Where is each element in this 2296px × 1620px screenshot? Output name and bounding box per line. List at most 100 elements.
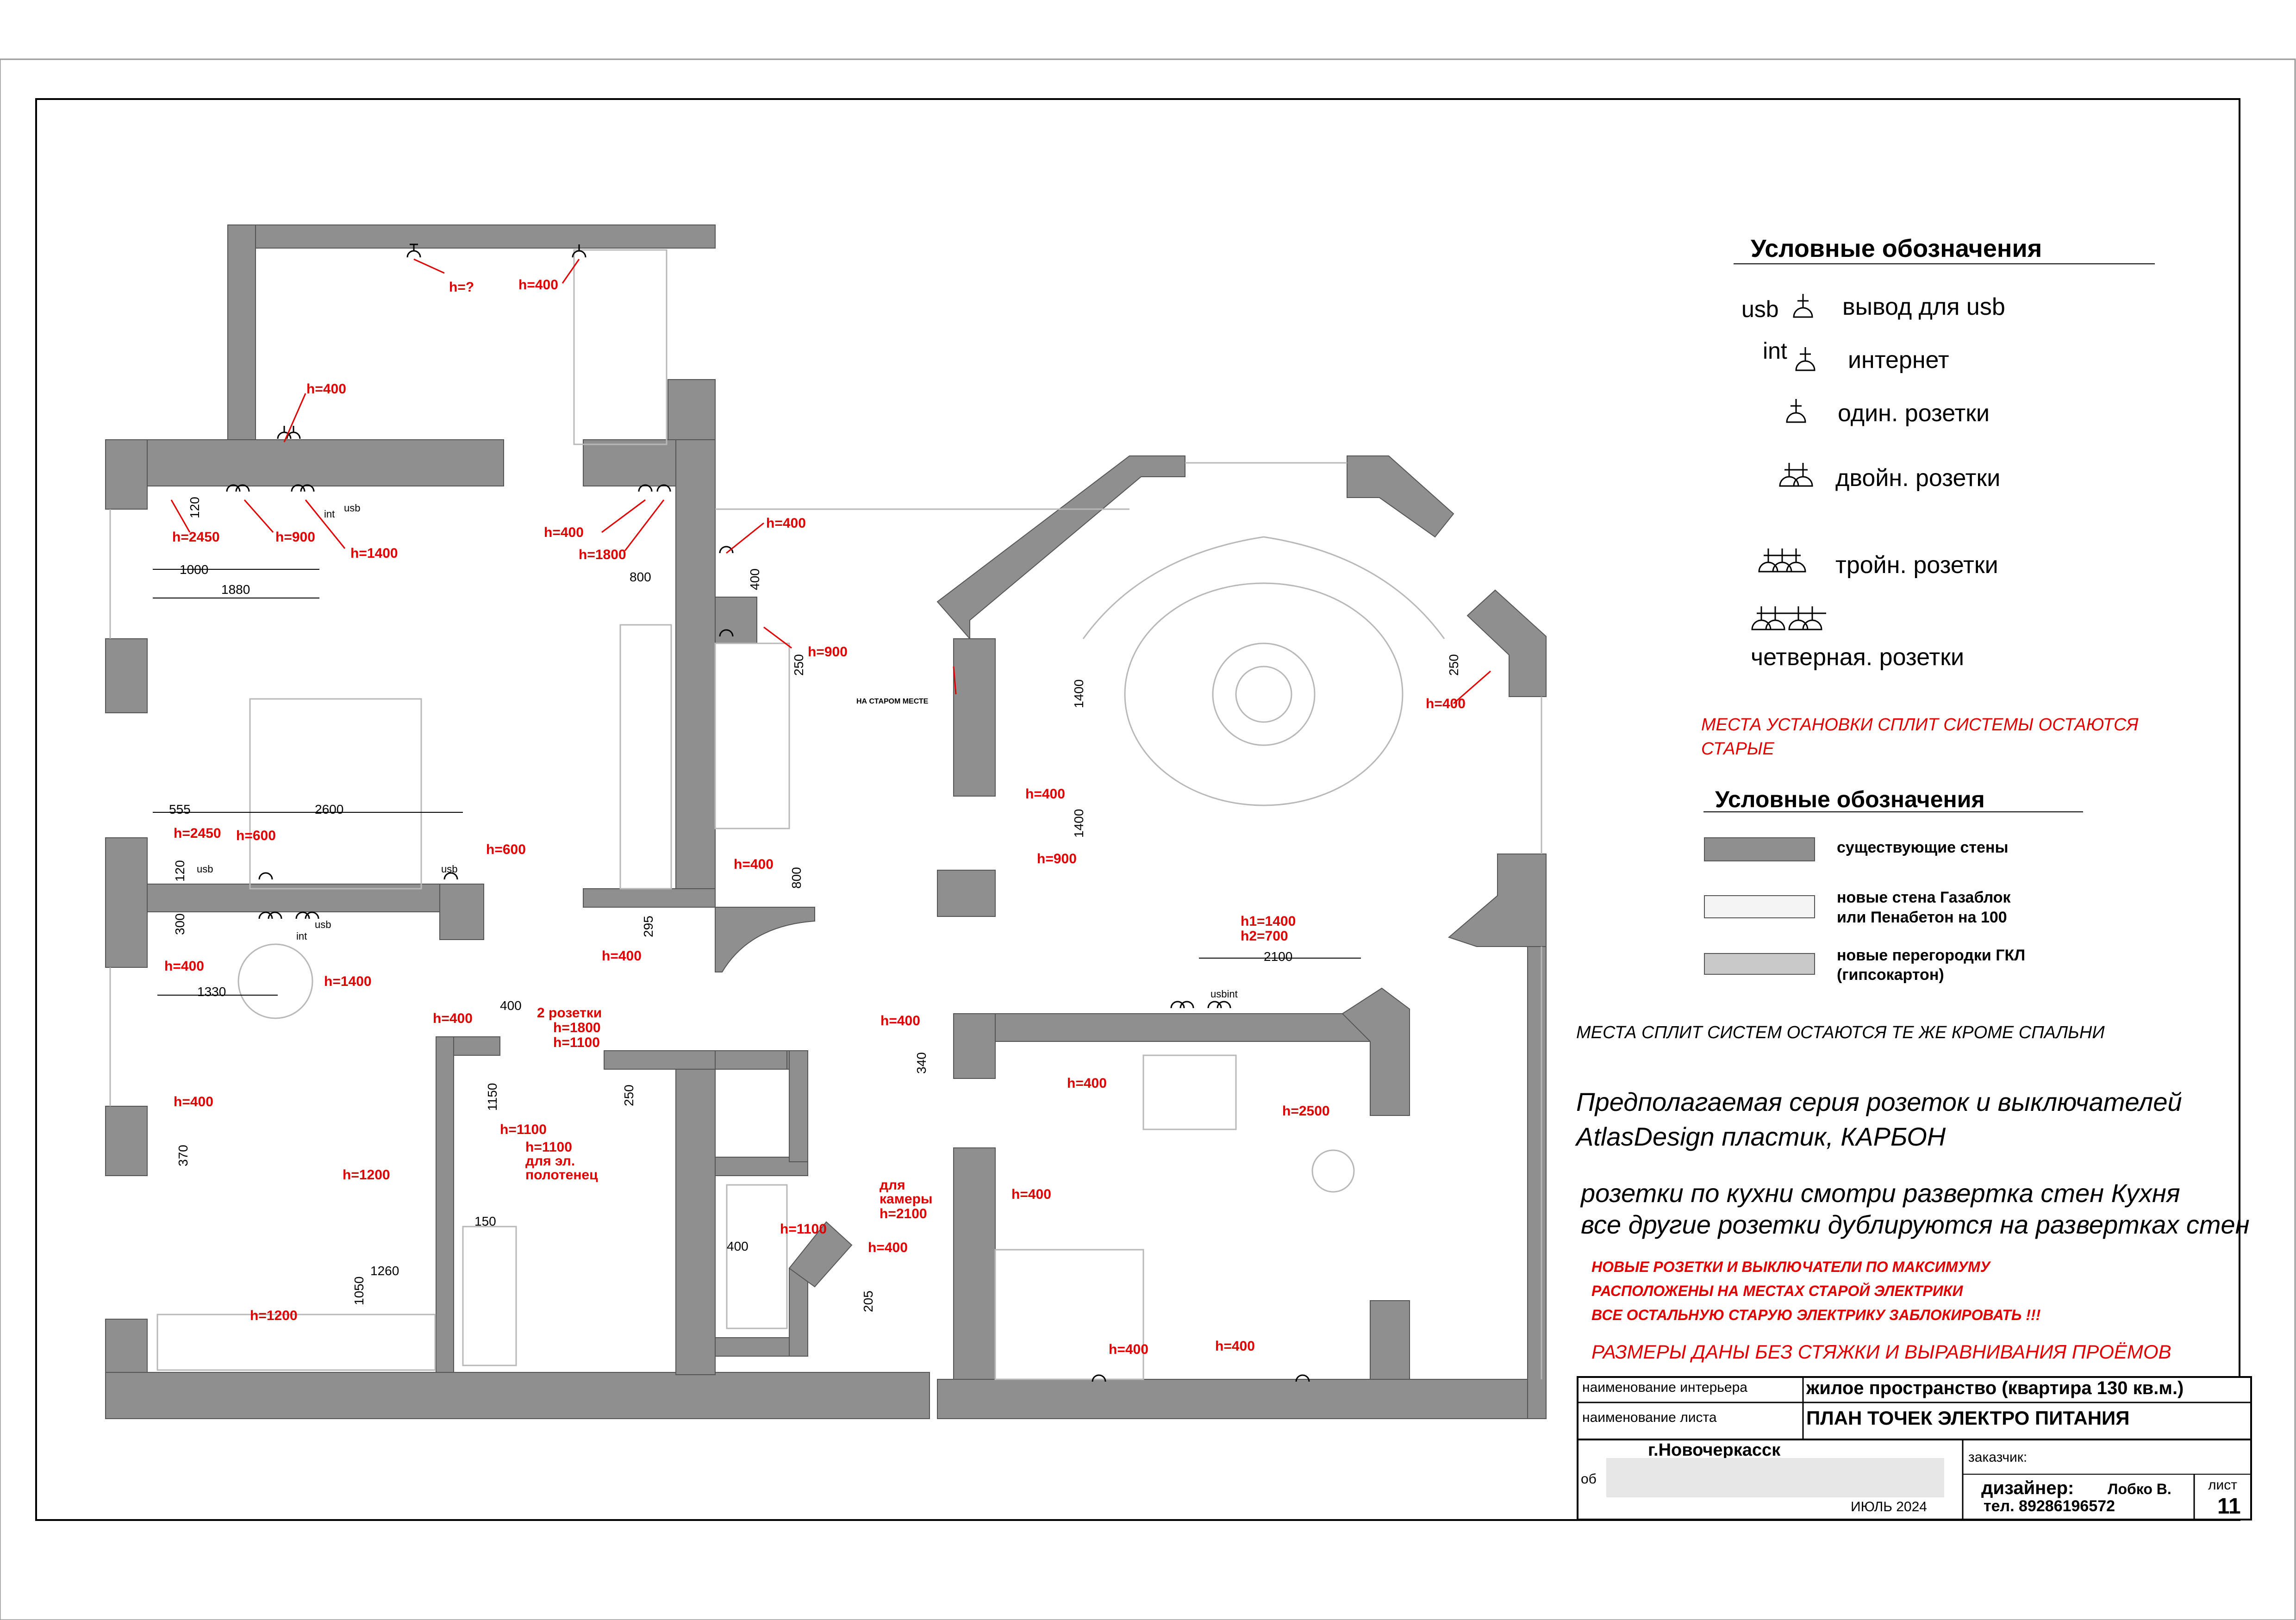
dim-555: 555	[169, 802, 191, 816]
tb-customer-label: заказчик:	[1968, 1450, 2027, 1465]
label-h600-bed-left: h=600	[236, 828, 276, 843]
tb-sheet-no-label: лист	[2208, 1477, 2237, 1493]
label-h400-office: h=400	[766, 516, 806, 531]
note-kitchen-2: все другие розетки дублируются на развер…	[1581, 1210, 2250, 1239]
label-h-unknown: h=?	[449, 280, 474, 295]
dim-250-living: 250	[1447, 654, 1461, 676]
label-towel-1: h=1100	[525, 1140, 572, 1155]
dim-800-top: 800	[630, 570, 651, 584]
dim-295: 295	[641, 916, 655, 937]
legend-usb-label: вывод для usb	[1842, 293, 2005, 320]
plan-socket-symbols	[226, 243, 1310, 1382]
label-h1800: h=1800	[579, 547, 626, 562]
notes: МЕСТА СПЛИТ СИСТЕМ ОСТАЮТСЯ ТЕ ЖЕ КРОМЕ …	[1575, 1023, 2250, 1363]
dim-400-kitchen: 400	[500, 998, 522, 1013]
dim-205: 205	[861, 1290, 875, 1312]
legend-quad-label: четверная. розетки	[1751, 644, 1964, 671]
wall-bedroom2-left	[953, 1147, 996, 1380]
label-h900-top: h=900	[275, 530, 315, 545]
label-h400-kitchen-left: h=400	[164, 959, 204, 974]
label-int-kitchen: int	[296, 930, 307, 942]
legend-triple-label: тройн. розетки	[1835, 552, 1998, 579]
label-usb-bed-right: usb	[441, 863, 457, 875]
label-h1200-kitchen: h=1200	[343, 1167, 390, 1183]
wall-corridor-curve	[715, 907, 815, 972]
legend-single-label: один. розетки	[1838, 400, 1990, 427]
wall-left-pier-3	[105, 1106, 148, 1176]
label-int-top: int	[324, 508, 335, 520]
label-usbint: usbint	[1210, 988, 1238, 1000]
note-kitchen-1: розетки по кухни смотри развертка стен К…	[1580, 1178, 2180, 1208]
label-camera-1: для	[880, 1178, 905, 1193]
label-h1100-wc: h=1100	[780, 1221, 827, 1237]
legend-int-prefix: int	[1763, 338, 1787, 364]
label-h2450-top: h=2450	[172, 530, 220, 545]
wall-corridor-right	[583, 888, 716, 908]
wall-left-outer	[105, 439, 148, 510]
wall-top-left-block	[105, 439, 504, 486]
tb-sheet-no: 11	[2217, 1494, 2241, 1519]
wall-bath-top	[453, 1036, 500, 1056]
wall-hall-top-right	[715, 1050, 787, 1070]
label-usb-top: usb	[344, 502, 360, 514]
floor-plan	[105, 224, 1547, 1419]
label-h2500: h=2500	[1282, 1103, 1330, 1119]
split-note-line2: СТАРЫЕ	[1701, 739, 1774, 759]
single-socket-internet-icon	[1795, 347, 1816, 371]
wall-stub-corridor	[715, 597, 757, 644]
wall-bedroom2-corner	[1341, 987, 1410, 1116]
label-towel-2: для эл.	[525, 1153, 575, 1169]
plan-h-labels: h=? h=400 h=400 h=400 h=1800 h=2450 h=90…	[164, 277, 1466, 1357]
wall-entry-stub	[789, 1268, 808, 1357]
single-socket-icon	[1786, 399, 1806, 423]
wall-hall-divider	[953, 1013, 1380, 1042]
wall-entry-angle	[788, 1221, 853, 1288]
label-h1400-kitchen: h=1400	[324, 974, 372, 989]
legend-existing-wall: существующие стены	[1837, 839, 2009, 856]
label-h400-bedroom2-left: h=400	[1011, 1187, 1051, 1202]
label-h400-kitchen-top: h=400	[433, 1011, 473, 1026]
label-h400-living-left: h=400	[1025, 786, 1065, 802]
label-h400-bedroom2: h=400	[1067, 1076, 1107, 1091]
wall-bedroom-stub	[439, 884, 484, 940]
tb-designer-label: дизайнер:	[1981, 1478, 2074, 1498]
label-h400-corridor: h=400	[544, 525, 584, 540]
note-sizes: РАЗМЕРЫ ДАНЫ БЕЗ СТЯЖКИ И ВЫРАВНИВАНИЯ П…	[1591, 1341, 2171, 1363]
note-series-2: AtlasDesign пластик, КАРБОН	[1575, 1122, 1946, 1151]
gasblock-wall-swatch	[1704, 895, 1815, 918]
tb-sheet-value: ПЛАН ТОЧЕК ЭЛЕКТРО ПИТАНИЯ	[1806, 1407, 2129, 1429]
tb-city: г.Новочеркасск	[1648, 1440, 1781, 1460]
legend-walls: Условные обозначения существующие стены …	[1703, 786, 2083, 984]
tb-date: ИЮЛЬ 2024	[1851, 1499, 1927, 1514]
label-h1400-top: h=1400	[350, 546, 398, 561]
label-h600-bed-right: h=600	[486, 842, 526, 857]
label-h400-bedroom2-bottom: h=400	[1109, 1342, 1148, 1357]
legend-int-label: интернет	[1848, 347, 1949, 374]
label-two-sockets-h1800: h=1800	[553, 1020, 601, 1035]
dim-1000: 1000	[180, 562, 208, 577]
wall-balcony-right	[668, 379, 716, 445]
wall-left-pier-1	[105, 638, 148, 713]
plan-dimensions: 120 1000 1880 800 400 250 1400 1400 250 …	[153, 497, 1461, 1312]
label-h400-corridor-2: h=400	[734, 857, 774, 872]
dim-2100: 2100	[1264, 949, 1292, 964]
wall-right-edge	[1527, 946, 1547, 1419]
legend-gkl-2: (гипсокартон)	[1837, 966, 1944, 984]
dim-800-corridor: 800	[789, 867, 804, 889]
wall-bedroom2-right	[1370, 1300, 1410, 1380]
dim-2600: 2600	[315, 802, 343, 816]
wall-bath-top-right	[604, 1050, 716, 1070]
label-h400-kitchen-mid: h=400	[174, 1094, 213, 1109]
dim-1400-living-bottom: 1400	[1072, 809, 1086, 838]
label-h400-bedroom2-bottom-2: h=400	[1215, 1339, 1255, 1354]
tb-blurred-address	[1606, 1458, 1944, 1497]
label-h1200-bottom: h=1200	[250, 1308, 298, 1323]
label-old-place: НА СТАРОМ МЕСТЕ	[856, 698, 929, 705]
dim-400-wc: 400	[727, 1239, 749, 1253]
dim-340: 340	[914, 1052, 929, 1074]
note-new-3: ВСЕ ОСТАЛЬНУЮ СТАРУЮ ЭЛЕКТРИКУ ЗАБЛОКИРО…	[1591, 1307, 2041, 1323]
wall-balcony-top	[227, 224, 716, 249]
wall-hall-divider-2	[953, 1013, 996, 1079]
note-new-2: РАСПОЛОЖЕНЫ НА МЕСТАХ СТАРОЙ ЭЛЕКТРИКИ	[1591, 1283, 1963, 1299]
